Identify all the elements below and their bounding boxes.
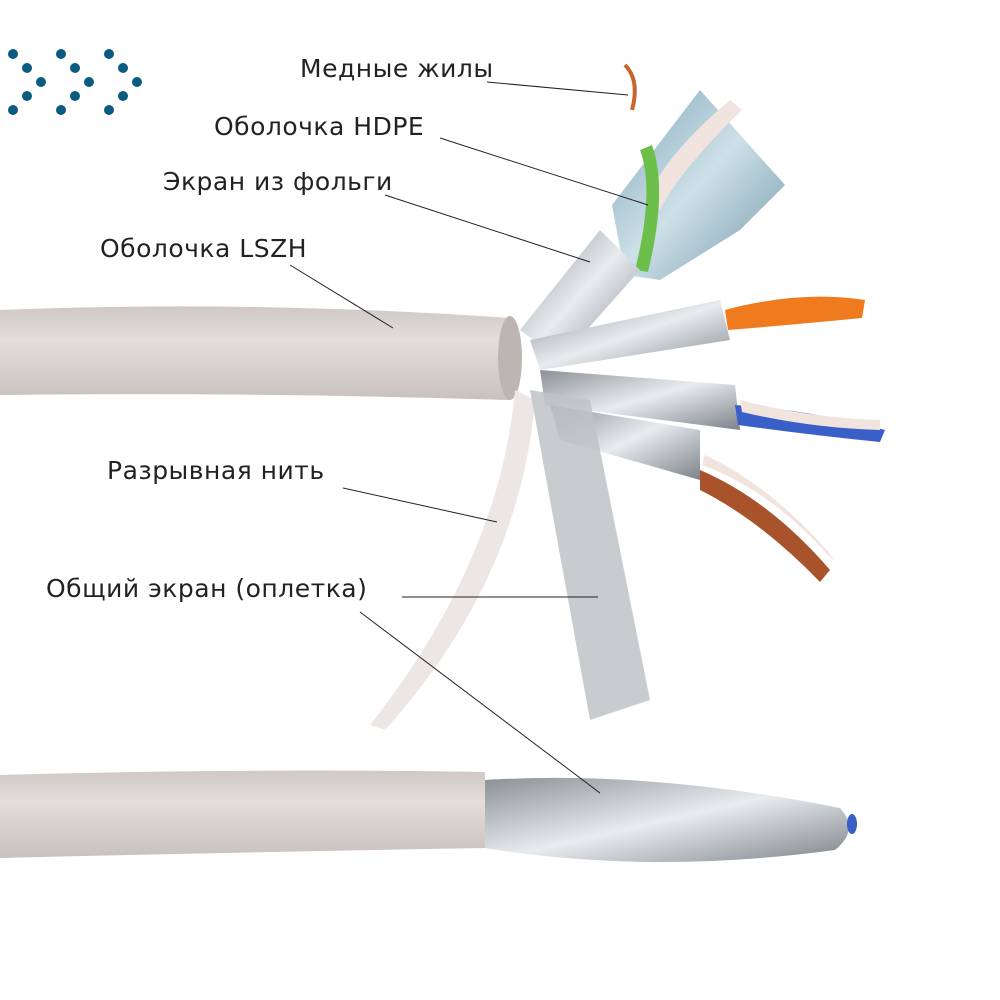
leader-lines [289,81,649,794]
label-rip-cord: Разрывная нить [107,456,325,485]
label-foil-screen: Экран из фольги [163,167,393,196]
logo [8,49,142,115]
bottom-cable [0,770,857,863]
label-copper-cores: Медные жилы [300,54,494,83]
label-hdpe-sheath: Оболочка HDPE [214,112,425,141]
label-overall-braid: Общий экран (оплетка) [46,574,368,603]
label-lszh-sheath: Оболочка LSZH [100,234,308,263]
top-cable [0,63,885,730]
